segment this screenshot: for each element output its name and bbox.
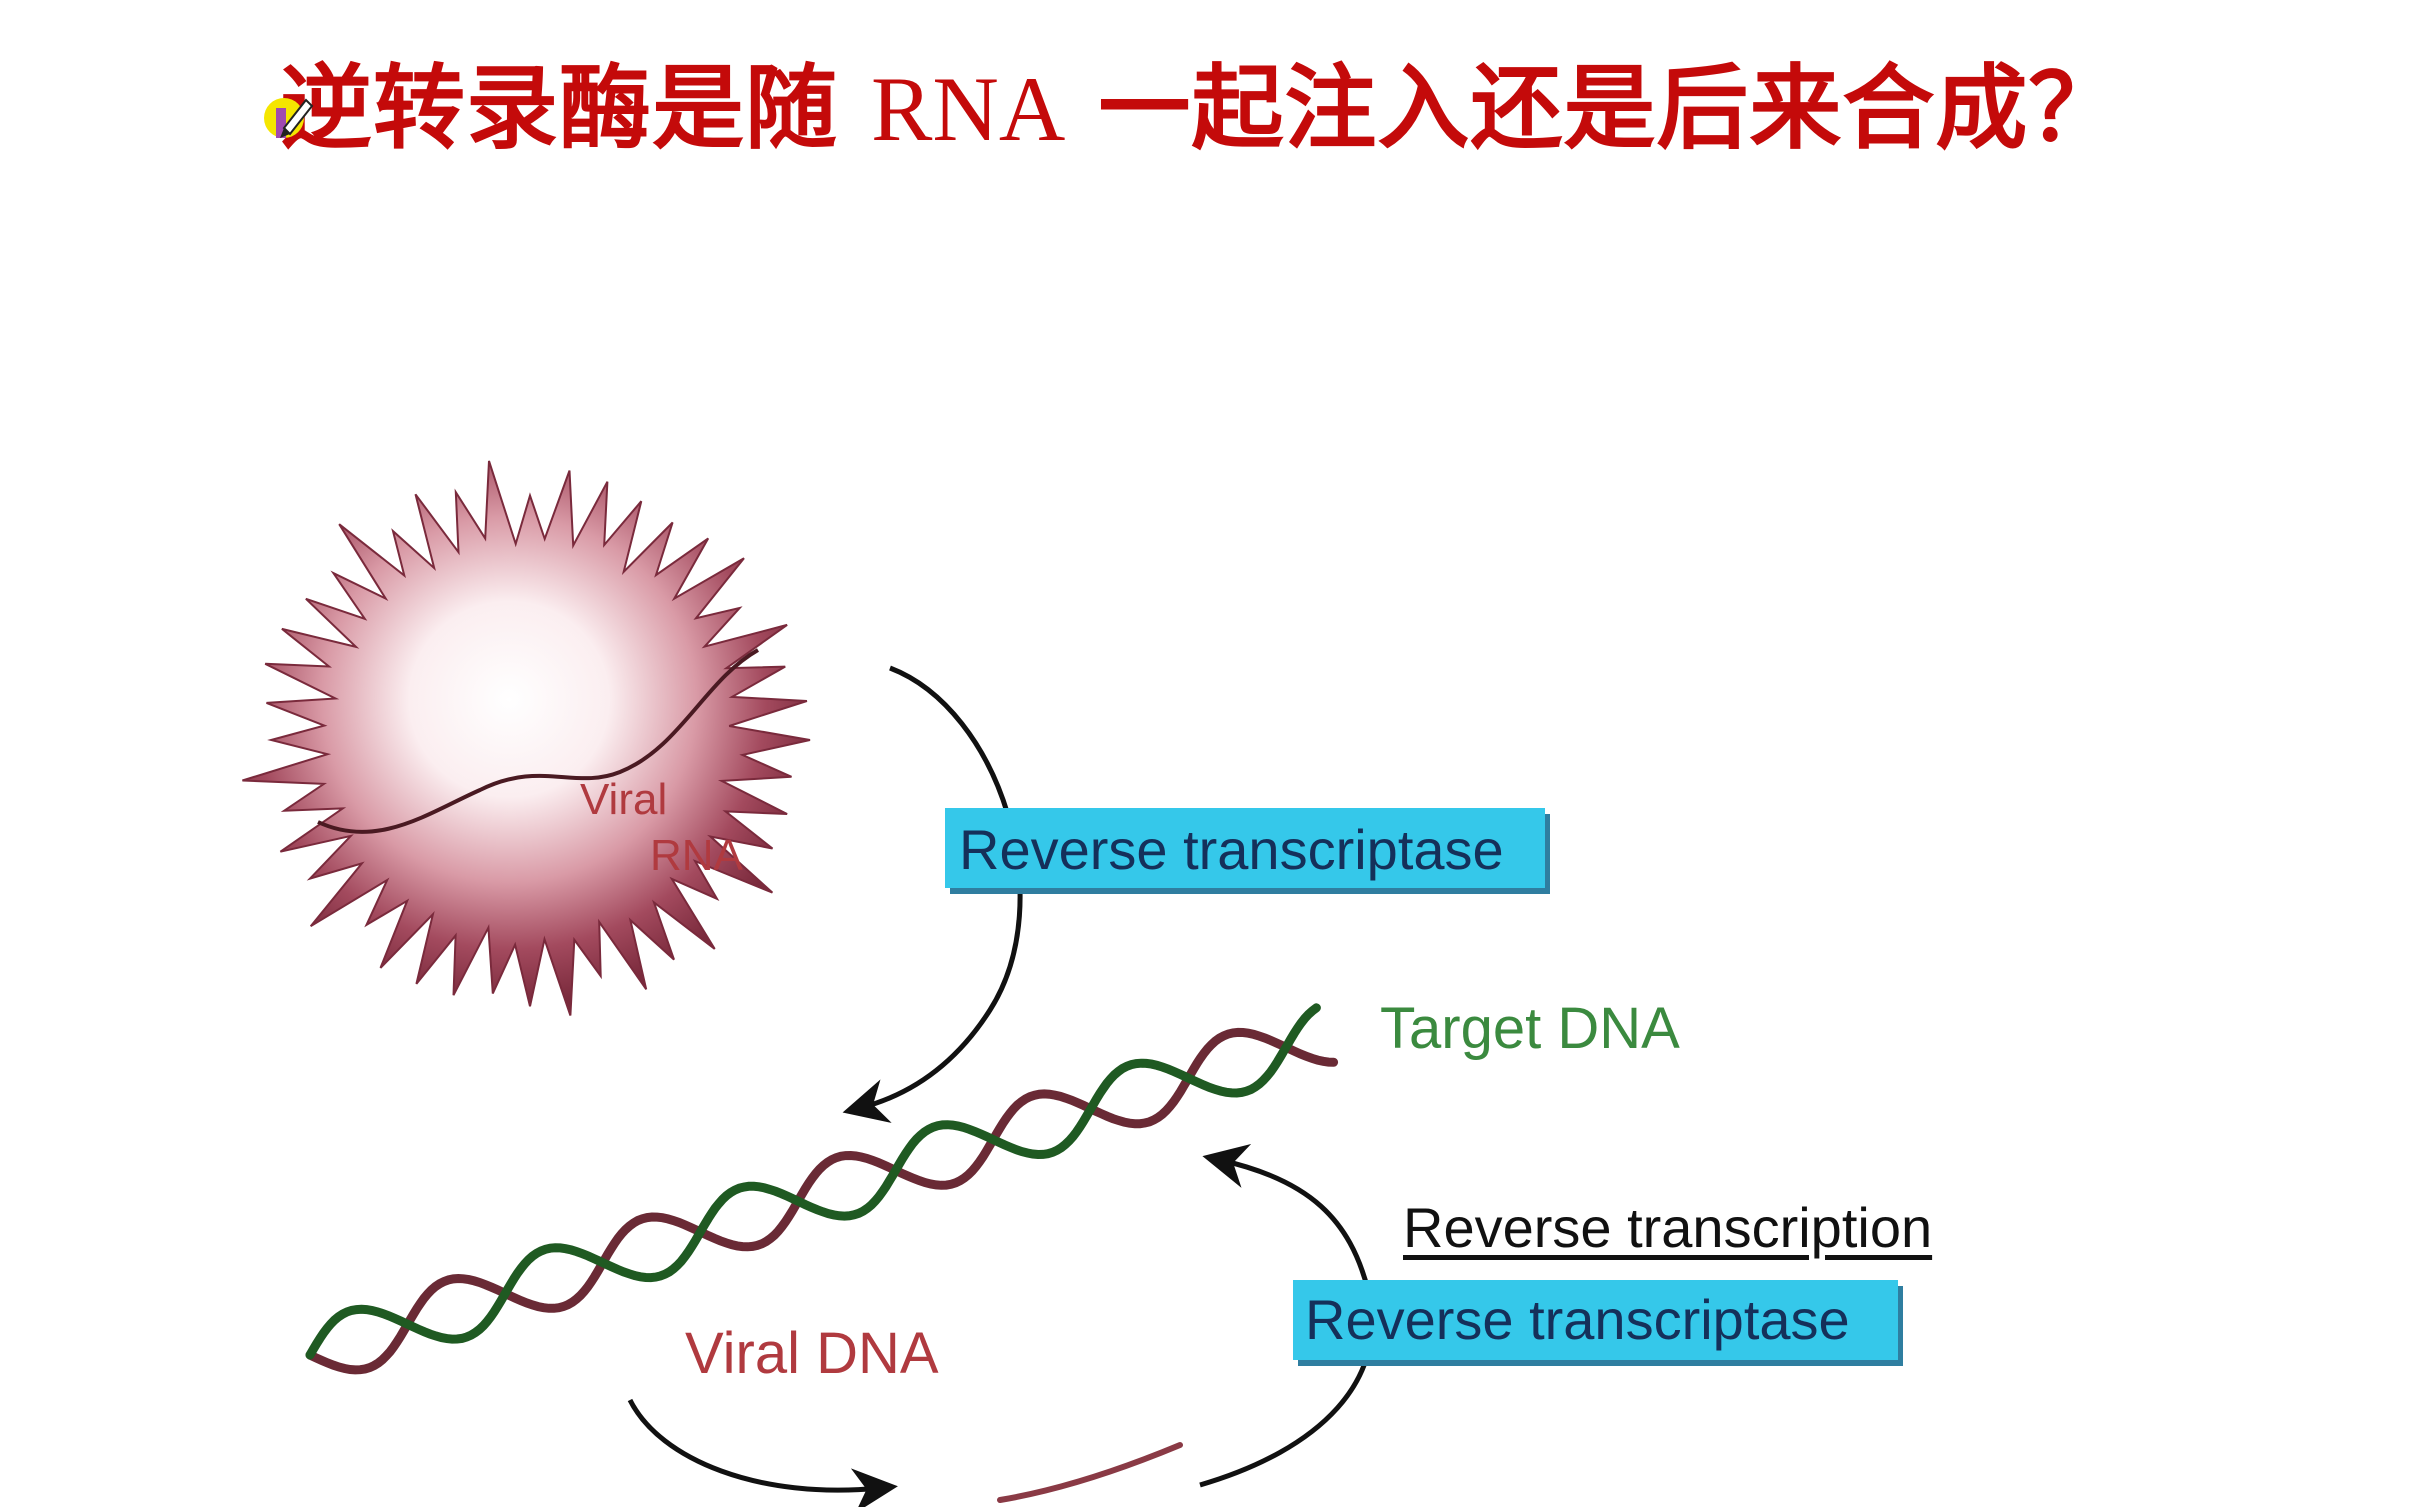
label-viral-rna-line2: RNA	[650, 831, 743, 880]
bottom-strand-fragment	[997, 1442, 1183, 1503]
virus-particle	[242, 460, 811, 1016]
dna-double-helix	[305, 1003, 1339, 1375]
label-viral-rna-line1: Viral	[580, 775, 668, 824]
arrow-bottom-left	[627, 1398, 898, 1507]
target-dna-strand	[305, 1003, 1321, 1360]
label-reverse-transcriptase-bottom: Reverse transcriptase	[1293, 1280, 1898, 1360]
title-part-2: RNA	[871, 58, 1066, 160]
arrow-virus-to-dna	[842, 665, 1023, 1123]
title-part-1: 逆转录酶是随	[280, 54, 839, 162]
label-reverse-transcription: Reverse transcription	[1403, 1196, 1933, 1259]
virus-spiky-body	[242, 460, 811, 1016]
slide-title: 逆转录酶是随 RNA 一起注入还是后来合成？	[280, 62, 2121, 155]
viral-rna-strand	[317, 648, 759, 834]
label-reverse-transcriptase-top: Reverse transcriptase	[945, 808, 1545, 888]
label-viral-dna: Viral DNA	[685, 1321, 939, 1386]
pen-cursor-icon	[264, 98, 314, 138]
title-part-3: 一起注入还是后来合成？	[1098, 54, 2122, 162]
viral-dna-strand	[305, 1027, 1339, 1375]
label-target-dna: Target DNA	[1380, 996, 1680, 1061]
